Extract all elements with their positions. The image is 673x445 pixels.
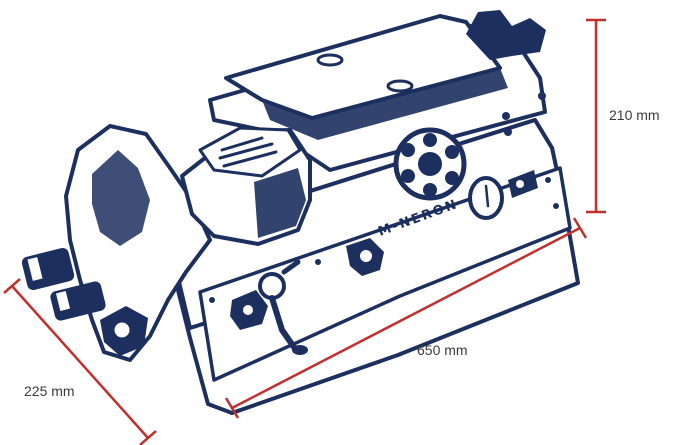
length-cap-left [224,397,240,419]
carriage-head-top [198,126,302,178]
power-switch [508,170,538,198]
side-lever [100,306,148,356]
rear-clamp [466,10,546,60]
clamp-knob-left [316,53,344,67]
depth-cap-top [3,278,21,294]
carriage-head-grille [218,136,278,168]
depth-dimension-line [11,285,149,439]
clamp-knob-right [386,79,414,93]
carriage-head-side [254,168,306,238]
side-bolts [502,92,546,136]
top-carriage-ridge [262,68,508,140]
depth-cap-bottom [139,430,157,445]
front-knob-center [346,238,384,276]
crank-handle [258,259,308,355]
front-knob-left [230,290,268,330]
length-label: 650 mm [417,342,468,358]
height-label: 210 mm [609,107,660,123]
left-casting-shade [92,150,150,246]
selector-wheel [393,127,467,201]
depth-label: 225 mm [24,383,75,399]
side-knob-lower [50,281,106,321]
length-cap-right [572,217,588,239]
pressure-gauge [468,176,504,220]
length-dimension-line [231,226,581,410]
machine-illustration: M-NERON [21,10,580,415]
panel-screws [209,177,559,303]
dimension-lines [3,18,606,445]
side-knob-upper [21,247,75,291]
